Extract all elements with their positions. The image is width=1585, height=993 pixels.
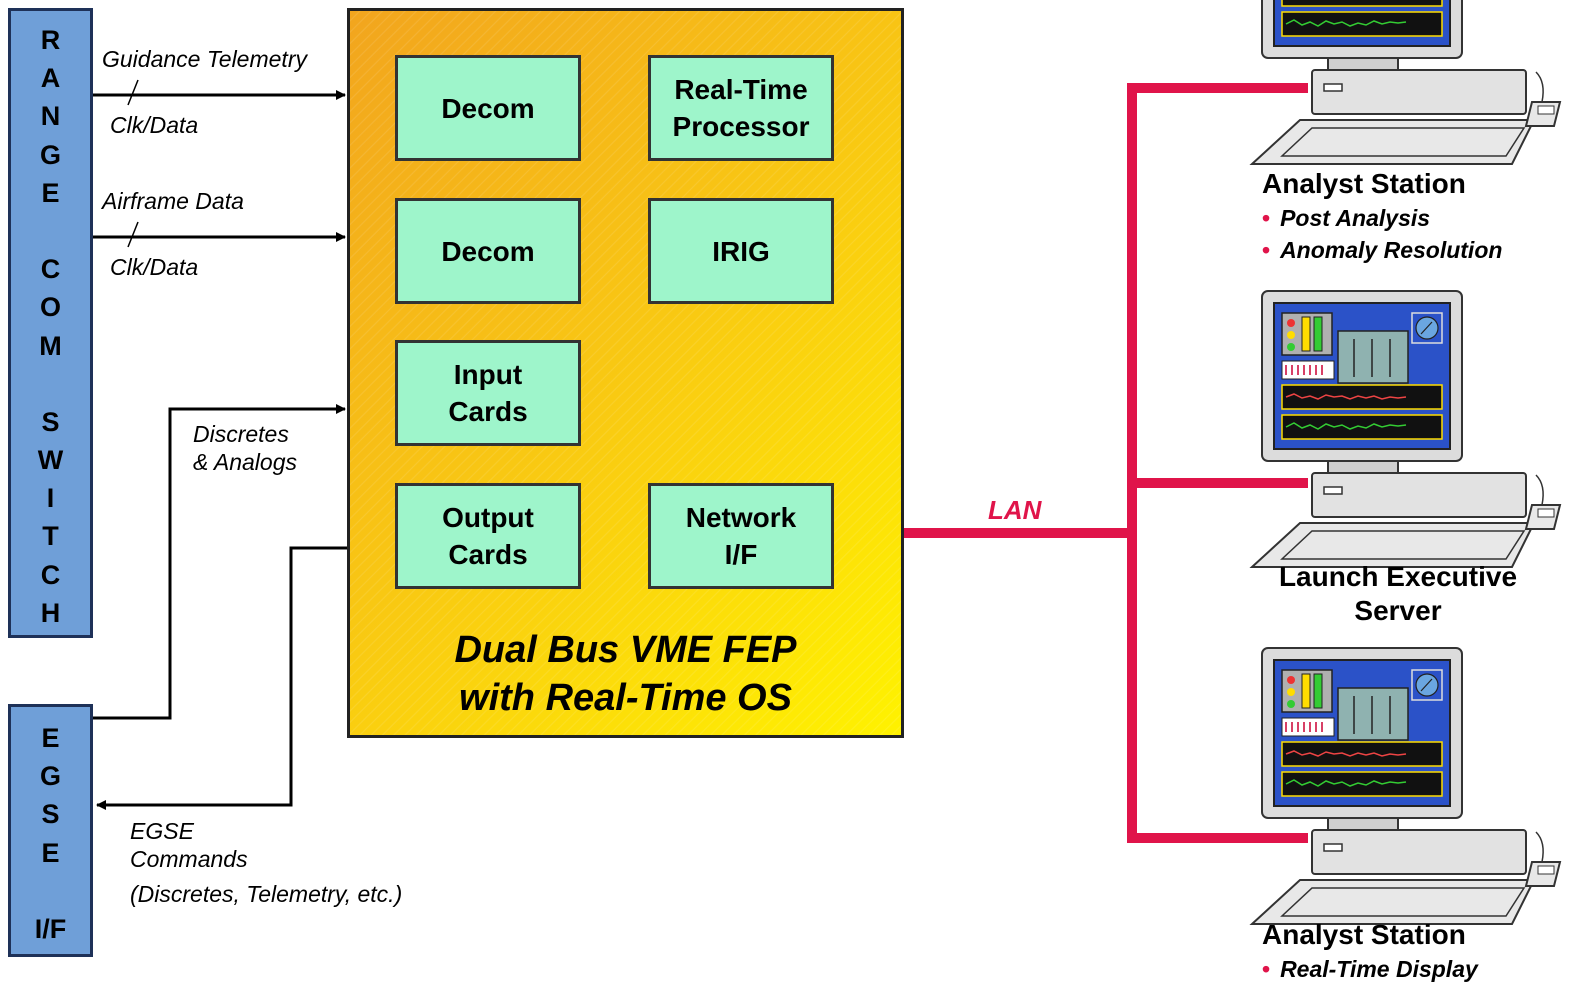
launch-executive-server-title: Launch Executive Server	[1278, 561, 1518, 626]
analyst-bottom-bullet-1: •Real-Time Display	[1262, 956, 1478, 982]
clk-data-label-2: Clk/Data	[110, 254, 199, 280]
range-com-switch-letter-14: C	[40, 559, 61, 590]
range-com-switch-letter-0: R	[40, 25, 61, 55]
range-com-switch-letter-15: H	[40, 597, 61, 628]
discretes-analogs-label: Discretes & Analogs	[193, 421, 297, 475]
range-com-switch-letter-11: W	[37, 445, 64, 476]
lan-network	[836, 83, 1308, 843]
range-com-switch-letter-4: E	[41, 177, 60, 208]
range-com-switch-letter-12: I	[46, 483, 55, 514]
decom-card-1: Decom	[395, 55, 581, 161]
range-com-switch-letter-3: G	[39, 139, 61, 170]
network-if-card: Network I/F	[648, 483, 834, 589]
egse-commands-label: EGSE Commands	[130, 818, 248, 872]
fep-title: Dual Bus VME FEP with Real-Time OS	[454, 629, 797, 719]
range-com-switch-letter-1: A	[40, 63, 61, 94]
analyst-station-top-title: Analyst Station	[1262, 168, 1466, 199]
launch-executive-server-computer-icon	[1251, 290, 1561, 568]
airframe-data-label: Airframe Data	[102, 188, 244, 214]
egse-if-letter-0: E	[41, 723, 60, 753]
range-com-switch-letter-8: M	[39, 330, 62, 361]
egse-commands-detail-label: (Discretes, Telemetry, etc.)	[130, 881, 403, 907]
analyst-top-bullet-1: •Post Analysis	[1262, 205, 1431, 231]
analyst-top-bullet-2: •Anomaly Resolution	[1262, 237, 1503, 263]
analyst-station-bottom-title: Analyst Station	[1262, 919, 1466, 950]
range-com-switch-letter-7: O	[39, 292, 61, 323]
egse-if-letter-5: I/F	[34, 913, 67, 944]
analyst-station-bottom-computer-icon	[1251, 647, 1561, 925]
range-com-switch-letter-6: C	[40, 254, 61, 285]
egse-if-letter-2: S	[41, 799, 60, 830]
range-com-switch-letter-10: S	[41, 406, 60, 437]
clk-data-label-1: Clk/Data	[110, 112, 199, 138]
input-cards: Input Cards	[395, 340, 581, 446]
egse-if-letter-3: E	[41, 837, 60, 868]
range-com-switch-letter-2: N	[40, 101, 61, 132]
range-com-switch-letter-13: T	[42, 521, 59, 552]
lan-label: LAN	[988, 495, 1042, 525]
guidance-telemetry-label: Guidance Telemetry	[102, 46, 307, 72]
irig-card: IRIG	[648, 198, 834, 304]
decom-card-2: Decom	[395, 198, 581, 304]
output-cards: Output Cards	[395, 483, 581, 589]
egse-if-letter-1: G	[39, 761, 61, 792]
analyst-station-top-computer-icon	[1251, 0, 1561, 165]
realtime-processor-card: Real-Time Processor	[648, 55, 834, 161]
